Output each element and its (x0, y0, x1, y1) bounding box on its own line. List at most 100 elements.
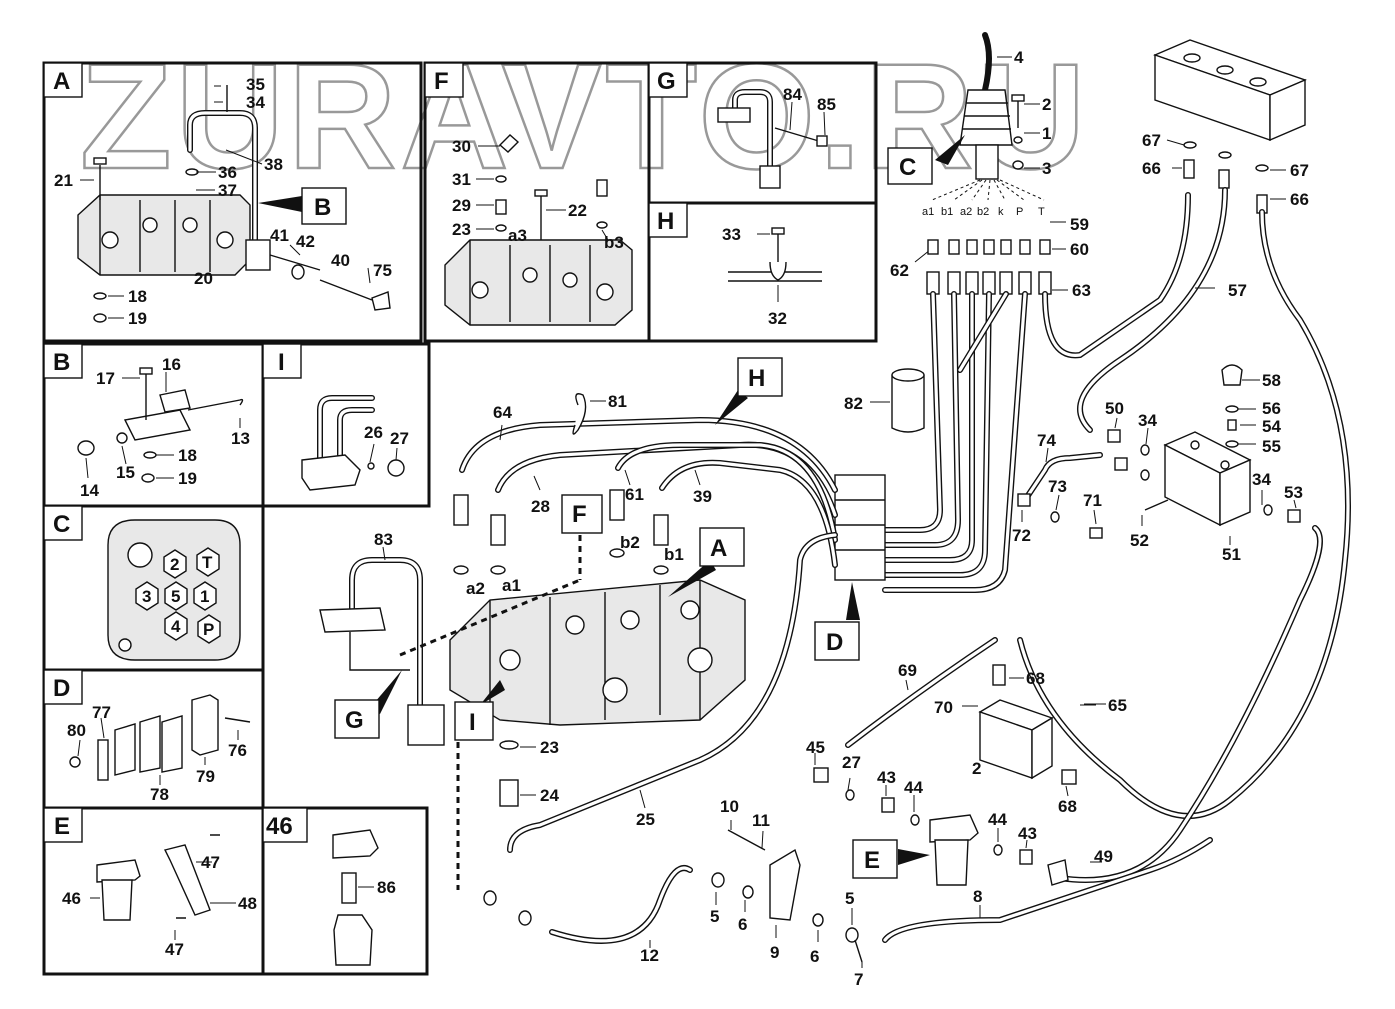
label-5b: 5 (845, 889, 854, 908)
label-23-main: 23 (540, 738, 559, 757)
label-70: 70 (934, 698, 953, 717)
label-35: 35 (246, 75, 265, 94)
port-p: P (203, 620, 214, 639)
panel-tag-g: G (657, 68, 676, 95)
label-83: 83 (374, 530, 393, 549)
label-7: 7 (854, 970, 863, 989)
label-18b: 18 (178, 446, 197, 465)
panel-g: 84 85 (717, 85, 836, 189)
label-69: 69 (898, 661, 917, 680)
label-51: 51 (1222, 545, 1241, 564)
port-4: 4 (171, 617, 181, 636)
label-82: 82 (844, 394, 863, 413)
label-b3: b3 (604, 233, 624, 252)
label-84: 84 (783, 85, 802, 104)
label-19: 19 (128, 309, 147, 328)
label-66b: 66 (1290, 190, 1309, 209)
label-5a: 5 (710, 907, 719, 926)
label-34: 34 (246, 93, 265, 112)
port-1: 1 (200, 587, 209, 606)
label-49: 49 (1094, 847, 1113, 866)
label-22: 22 (568, 201, 587, 220)
label-55: 55 (1262, 437, 1281, 456)
label-85: 85 (817, 95, 836, 114)
label-43b: 43 (1018, 824, 1037, 843)
label-11: 11 (752, 811, 770, 830)
label-30: 30 (452, 137, 471, 156)
label-72: 72 (1012, 526, 1031, 545)
port-3: 3 (142, 587, 151, 606)
callout-b: B (314, 194, 331, 221)
label-68b: 68 (1058, 797, 1077, 816)
panel-tag-b: B (53, 349, 70, 376)
panel-tag-h: H (657, 208, 674, 235)
label-47b: 47 (165, 940, 184, 959)
label-6a: 6 (738, 915, 747, 934)
label-b1: b1 (664, 545, 684, 564)
label-54: 54 (1262, 417, 1281, 436)
label-79: 79 (196, 767, 215, 786)
panel-tag-a: A (53, 68, 70, 95)
callout-h: H (748, 365, 765, 392)
panel-tag-d: D (53, 675, 70, 702)
label-15: 15 (116, 463, 135, 482)
label-76: 76 (228, 741, 247, 760)
port-a1: a1 (922, 206, 934, 218)
port-a2: a2 (960, 206, 972, 218)
label-50: 50 (1105, 399, 1124, 418)
callout-f: F (572, 501, 587, 528)
panel-c: T 2 3 5 1 4 P (107, 519, 241, 661)
label-44a: 44 (904, 778, 923, 797)
label-31: 31 (452, 170, 471, 189)
label-40: 40 (331, 251, 350, 270)
label-59: 59 (1070, 215, 1089, 234)
label-28: 28 (531, 497, 550, 516)
label-45: 45 (806, 738, 825, 757)
label-38: 38 (264, 155, 283, 174)
label-62: 62 (890, 261, 909, 280)
label-14: 14 (80, 481, 99, 500)
label-12: 12 (640, 946, 659, 965)
label-34a: 34 (1138, 411, 1157, 430)
label-74: 74 (1037, 431, 1056, 450)
panel-a: 35 34 21 36 38 37 20 41 42 40 75 18 19 B (54, 75, 392, 328)
port-p: P (1016, 206, 1023, 218)
label-27-main: 27 (842, 753, 861, 772)
callout-d: D (826, 629, 843, 656)
label-26: 26 (364, 423, 383, 442)
panel-d: 77 80 76 78 79 (67, 694, 251, 804)
label-24: 24 (540, 786, 559, 805)
label-63: 63 (1072, 281, 1091, 300)
valve-fittings (453, 489, 669, 575)
port-hexes (135, 547, 221, 644)
panel-tag-c: C (53, 511, 70, 538)
label-33: 33 (722, 225, 741, 244)
label-36: 36 (218, 163, 237, 182)
panel-tags: A F G H B I C D E 46 (43, 62, 688, 843)
port-b1: b1 (941, 206, 953, 218)
label-4: 4 (1014, 48, 1024, 67)
label-16: 16 (162, 355, 181, 374)
label-67b: 67 (1290, 161, 1309, 180)
label-a1: a1 (502, 576, 521, 595)
port-t: T (1038, 206, 1045, 218)
label-9: 9 (770, 943, 779, 962)
panel-46: 86 (332, 829, 396, 966)
label-81: 81 (608, 392, 627, 411)
label-29: 29 (452, 196, 471, 215)
label-64: 64 (493, 403, 512, 422)
label-a2: a2 (466, 579, 485, 598)
label-61: 61 (625, 485, 644, 504)
panel-e: 47 46 48 47 (62, 834, 257, 959)
label-52: 52 (1130, 531, 1149, 550)
label-19b: 19 (178, 469, 197, 488)
panel-b: 17 16 13 14 15 18 19 (77, 355, 250, 500)
label-48: 48 (238, 894, 257, 913)
label-68a: 68 (1026, 669, 1045, 688)
label-78: 78 (150, 785, 169, 804)
label-27: 27 (390, 429, 409, 448)
label-53: 53 (1284, 483, 1303, 502)
label-43a: 43 (877, 768, 896, 787)
pilot-hoses (882, 192, 1191, 593)
label-44b: 44 (988, 810, 1007, 829)
